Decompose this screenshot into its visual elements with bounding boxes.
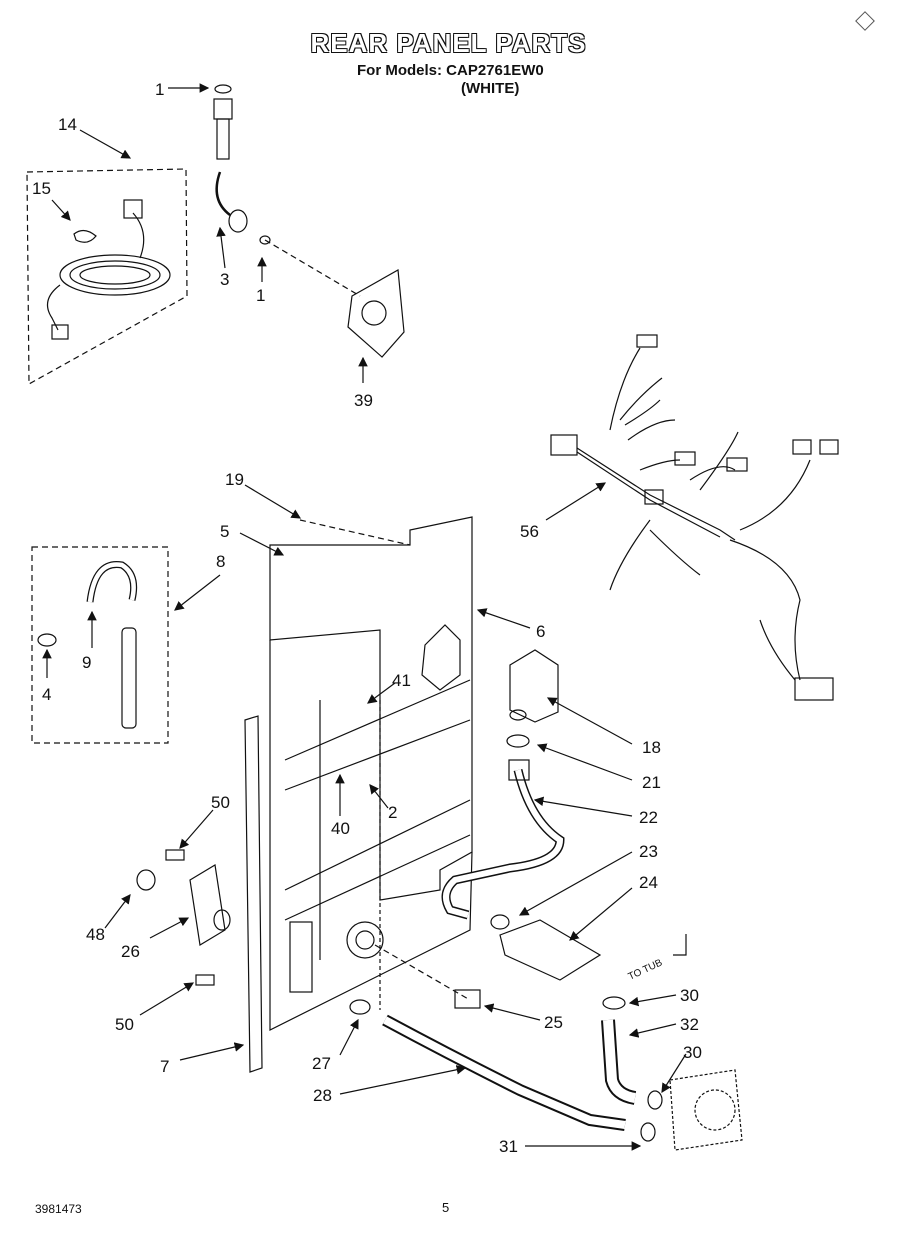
- label-part-2: 2: [388, 803, 397, 822]
- power-cord-kit-box: [26, 168, 188, 386]
- harness-tab-2: [674, 451, 696, 466]
- label-part-31: 31: [499, 1137, 518, 1156]
- label-part-30-top: 30: [680, 986, 699, 1005]
- models-line: For Models: CAP2761EW0: [357, 62, 544, 79]
- label-part-50-bottom: 50: [115, 1015, 134, 1034]
- clamp-31: [640, 1122, 656, 1142]
- clamp-30-bottom: [647, 1090, 663, 1110]
- fitting-tube: [216, 118, 230, 160]
- strain-relief-clip: [73, 229, 97, 243]
- fitting-nut: [213, 98, 233, 120]
- harness-sleeve: [644, 489, 664, 505]
- harness-terminal-block: [794, 677, 834, 701]
- label-part-41: 41: [392, 671, 411, 690]
- label-part-28: 28: [313, 1086, 332, 1105]
- power-cord-plug: [51, 324, 69, 340]
- label-part-14: 14: [58, 115, 77, 134]
- label-part-19: 19: [225, 470, 244, 489]
- rear-panel-lower: [269, 640, 473, 1031]
- label-part-25: 25: [544, 1013, 563, 1032]
- clamp-48: [136, 869, 156, 891]
- panel-slot: [289, 921, 313, 993]
- power-cord-connector: [123, 199, 143, 219]
- label-part-18: 18: [642, 738, 661, 757]
- side-trim-7: [244, 715, 263, 1073]
- to-tub-label: TO TUB: [627, 957, 665, 982]
- footer-code: 3981473: [35, 1202, 82, 1216]
- bracket-24: [499, 919, 602, 981]
- label-part-32: 32: [680, 1015, 699, 1034]
- label-part-1-mid: 1: [256, 286, 265, 305]
- harness-tab-5: [819, 439, 839, 455]
- label-part-3: 3: [220, 270, 229, 289]
- label-part-8: 8: [216, 552, 225, 571]
- label-part-26: 26: [121, 942, 140, 961]
- hose-coupling: [508, 759, 530, 781]
- washer-top: [214, 84, 232, 94]
- harness-tab-3: [726, 457, 748, 472]
- screw-50-top: [165, 849, 185, 861]
- label-part-39: 39: [354, 391, 373, 410]
- label-part-5: 5: [220, 522, 229, 541]
- page-number: 5: [442, 1200, 450, 1215]
- corrugated-hose: [121, 627, 137, 729]
- hose-kit-box: [31, 546, 169, 744]
- clamp-23: [490, 914, 510, 930]
- label-part-40: 40: [331, 819, 350, 838]
- clamp-27: [349, 999, 371, 1015]
- label-part-27: 27: [312, 1054, 331, 1073]
- tub-fitting: [669, 1069, 743, 1151]
- bracket-26: [189, 864, 226, 946]
- clamp-21: [506, 734, 530, 748]
- clamp-30-top: [602, 996, 626, 1010]
- color-line: (WHITE): [461, 80, 520, 97]
- page-title: REAR PANEL PARTS: [310, 28, 587, 58]
- clip-25: [454, 989, 481, 1009]
- outlet-bracket-39: [347, 269, 405, 358]
- label-part-23: 23: [639, 842, 658, 861]
- harness-connector-left: [550, 434, 578, 456]
- harness-tab-1: [636, 334, 658, 348]
- label-part-15: 15: [32, 179, 51, 198]
- water-valve-18: [509, 649, 559, 723]
- label-part-30-bottom: 30: [683, 1043, 702, 1062]
- label-part-6: 6: [536, 622, 545, 641]
- label-part-24: 24: [639, 873, 658, 892]
- panel-port: [346, 921, 384, 959]
- label-part-21: 21: [642, 773, 661, 792]
- power-cord-coil: [59, 254, 171, 296]
- grommet: [228, 209, 248, 233]
- label-part-7: 7: [160, 1057, 169, 1076]
- label-part-48: 48: [86, 925, 105, 944]
- panel-hole-octagon: [421, 624, 461, 691]
- label-part-1-top: 1: [155, 80, 164, 99]
- washer-mid: [259, 235, 271, 245]
- label-part-50-top: 50: [211, 793, 230, 812]
- rear-panel-upper: [269, 516, 473, 901]
- hose-clamp-small: [37, 633, 57, 647]
- label-part-9: 9: [82, 653, 91, 672]
- screw-50-bottom: [195, 974, 215, 986]
- label-part-4: 4: [42, 685, 51, 704]
- harness-tab-4: [792, 439, 812, 455]
- label-part-56: 56: [520, 522, 539, 541]
- label-part-22: 22: [639, 808, 658, 827]
